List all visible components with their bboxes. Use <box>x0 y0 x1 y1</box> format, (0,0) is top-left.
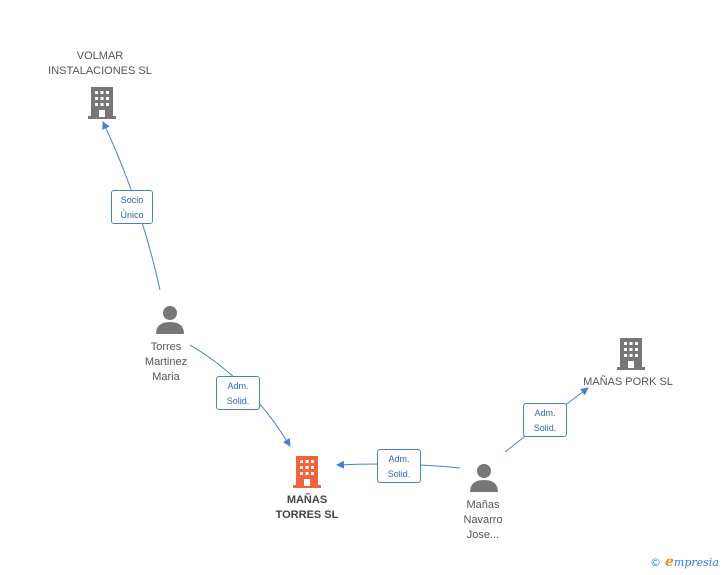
node-label-manas-torres[interactable]: MAÑAS TORRES SL <box>275 494 339 521</box>
copyright-icon: © <box>650 556 661 569</box>
person-icon[interactable] <box>469 462 499 492</box>
edge-label-adm-solid: Adm. Solid. <box>523 403 567 437</box>
brand-name: mpresia <box>673 556 719 569</box>
node-label-torres-maria[interactable]: Torres Martinez Maria <box>144 341 188 383</box>
person-icon[interactable] <box>155 304 185 334</box>
edge-label-adm-solid: Adm. Solid. <box>216 376 260 410</box>
edge-label-socio-unico: Socio Único <box>111 190 153 224</box>
node-label-volmar[interactable]: VOLMAR INSTALACIONES SL <box>48 50 152 77</box>
brand-initial: e <box>665 554 674 570</box>
brand-logo: © empresia <box>650 554 719 570</box>
node-label-manas-pork[interactable]: MAÑAS PORK SL <box>583 376 673 388</box>
building-icon[interactable] <box>615 336 647 370</box>
building-highlight-icon[interactable] <box>291 454 323 488</box>
node-label-manas-jose[interactable]: Mañas Navarro Jose... <box>463 499 503 541</box>
edge-label-adm-solid: Adm. Solid. <box>377 449 421 483</box>
building-icon[interactable] <box>86 85 118 119</box>
